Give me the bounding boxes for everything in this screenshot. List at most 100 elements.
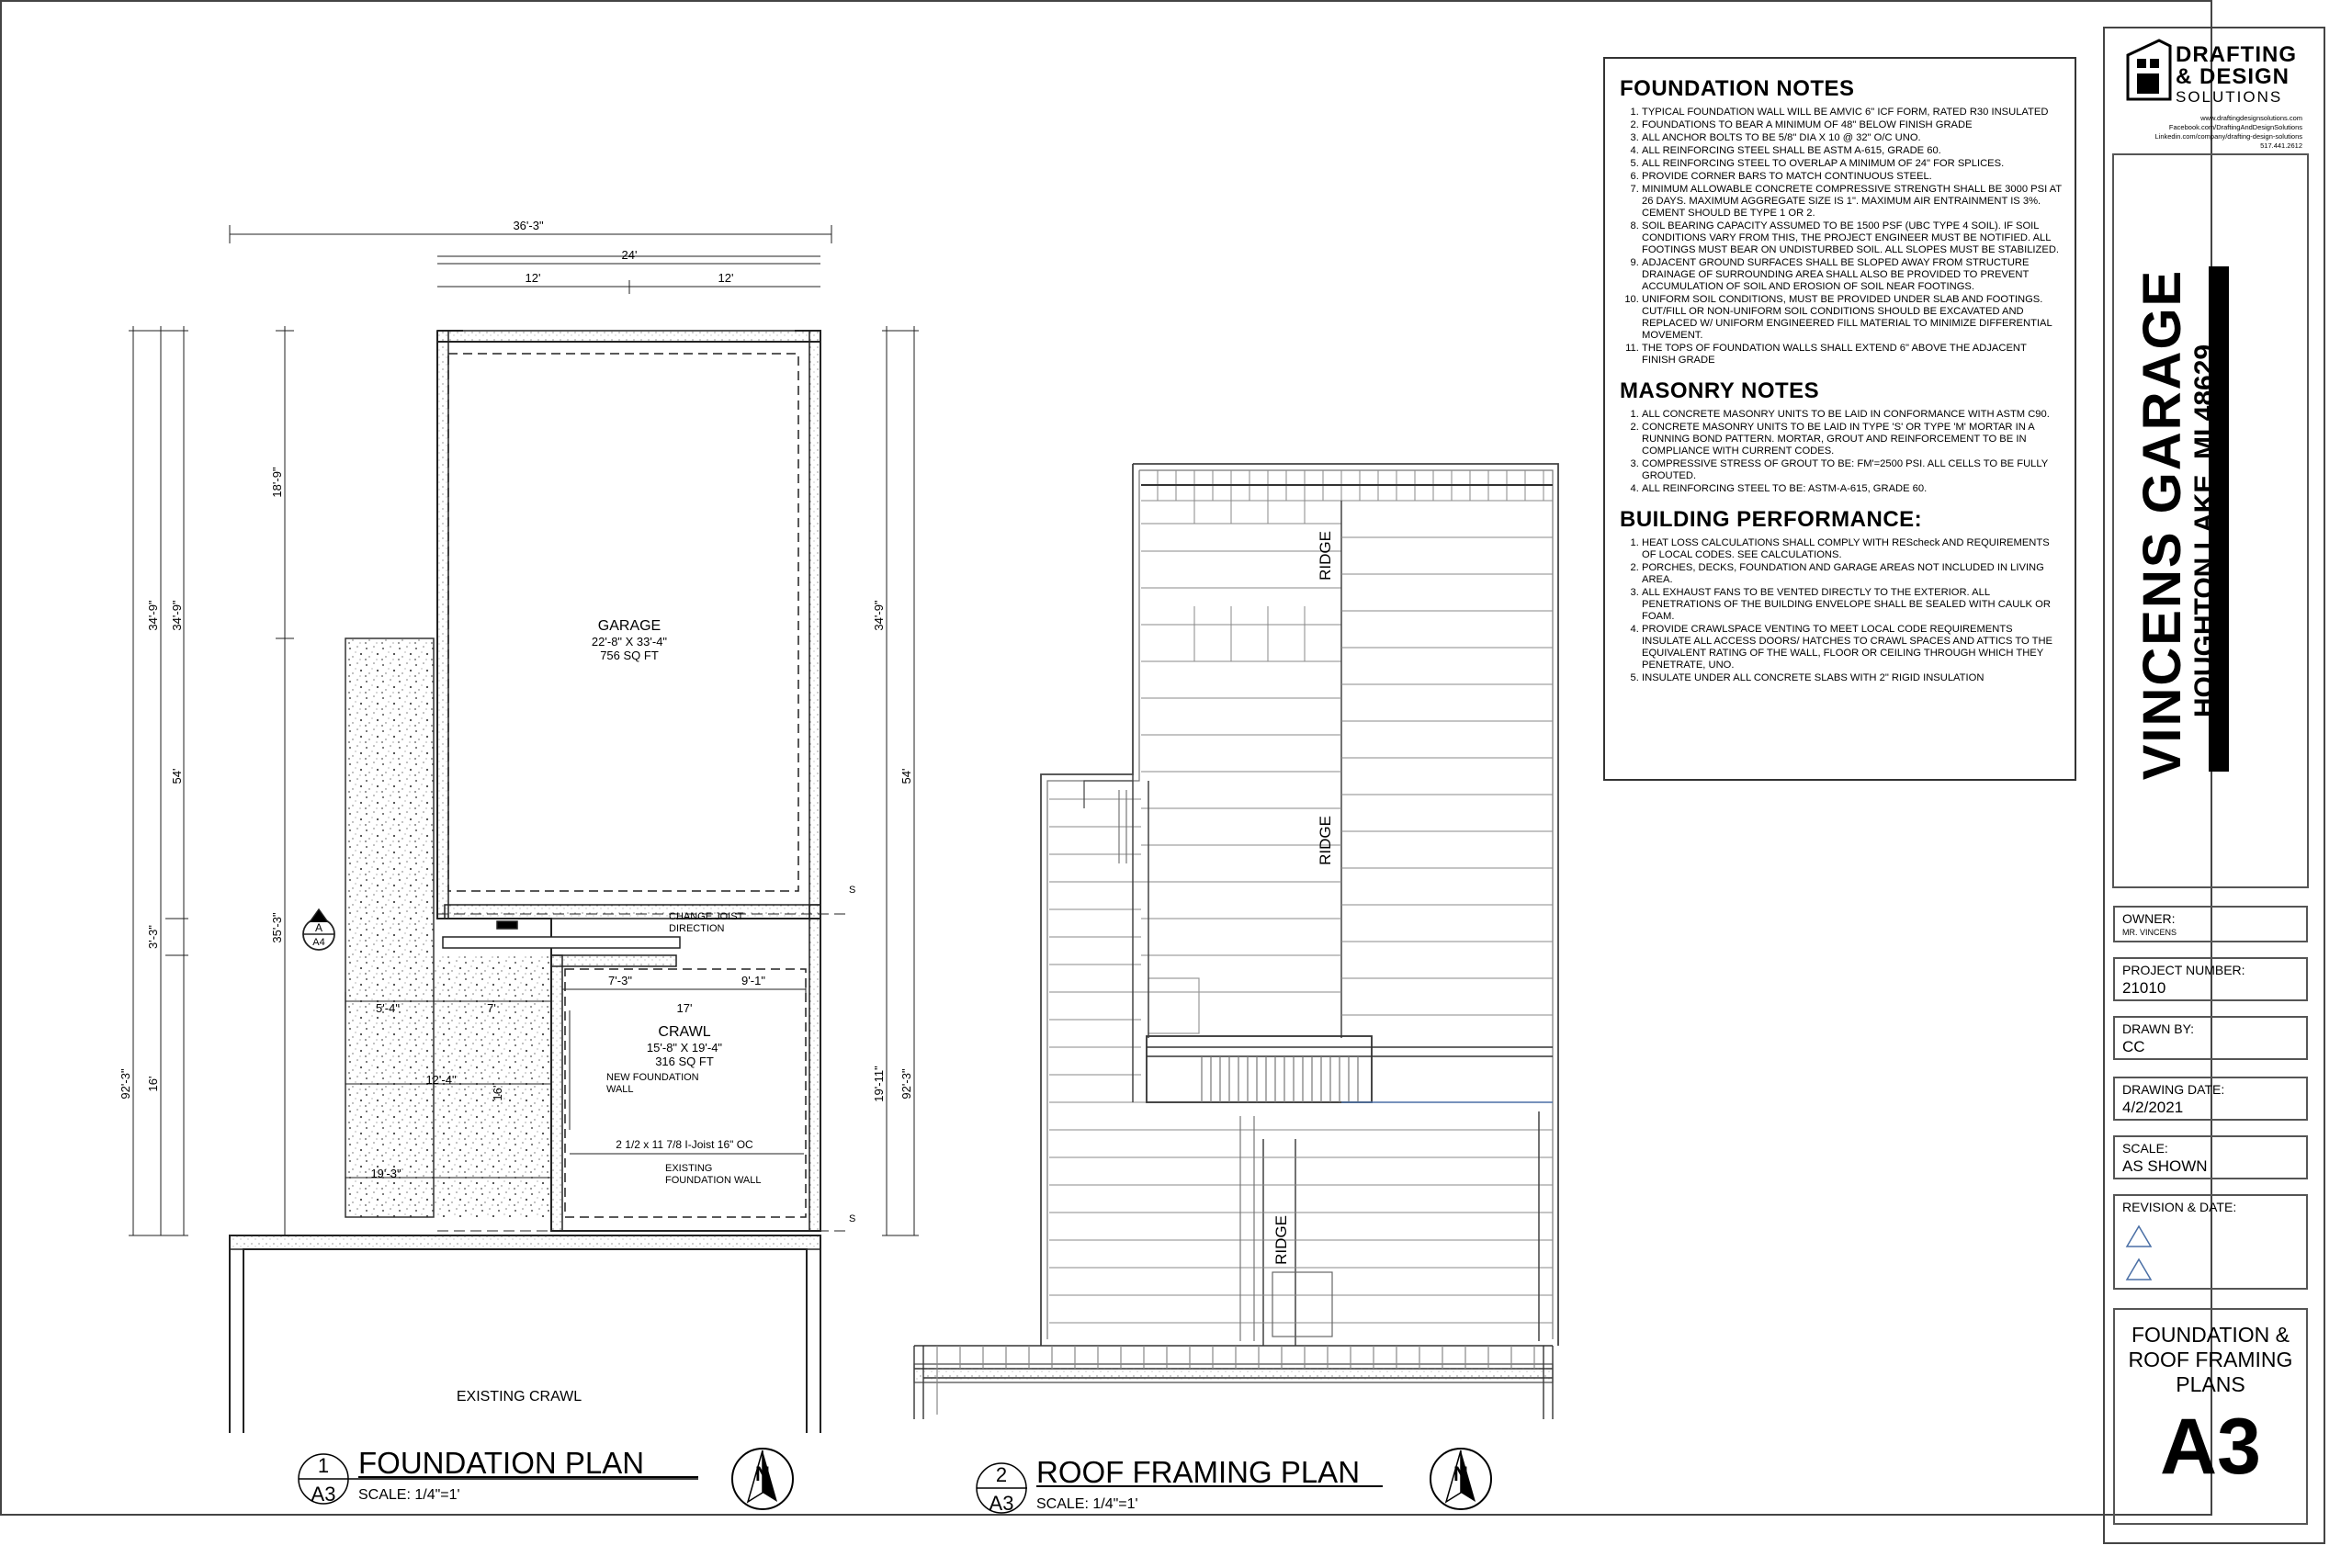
foundation-note: MINIMUM ALLOWABLE CONCRETE COMPRESSIVE S… (1642, 184, 2062, 220)
crawl-wall-right (808, 904, 821, 1232)
project-number-cell: PROJECT NUMBER: 21010 (2113, 957, 2308, 1001)
performance-note: PORCHES, DECKS, FOUNDATION AND GARAGE AR… (1642, 562, 2062, 586)
performance-list: HEAT LOSS CALCULATIONS SHALL COMPLY WITH… (1620, 537, 2062, 684)
project-name: VINCENS GARAGE (2132, 268, 2192, 781)
ridge-label-1: RIDGE (1317, 531, 1334, 581)
dim-92-3-r: 92'-3" (899, 1068, 913, 1100)
stair-opening (1146, 1035, 1373, 1103)
scale-value: AS SHOWN (2122, 1157, 2208, 1175)
roof-plan-title: 2 A3 ROOF FRAMING PLAN SCALE: 1/4"=1' N (976, 1448, 1492, 1515)
foundation-plan (129, 225, 919, 1433)
beam-marker (496, 920, 518, 930)
dim-7-3: 7'-3" (608, 974, 632, 987)
logo-icon (2126, 39, 2172, 101)
dim-92-3-l: 92'-3" (119, 1068, 132, 1100)
crawl-wall-top (550, 954, 677, 967)
roof-plan-sheet: A3 (989, 1492, 1014, 1515)
dim-34-9-a: 34'-9" (146, 600, 160, 631)
foundation-plan-title: 1 A3 FOUNDATION PLAN SCALE: 1/4"=1' N (298, 1446, 794, 1510)
foundation-note: THE TOPS OF FOUNDATION WALLS SHALL EXTEN… (1642, 343, 2062, 367)
foundation-plan-sheet: A3 (311, 1483, 336, 1506)
drawing-date-cell: DRAWING DATE: 4/2/2021 (2113, 1077, 2308, 1121)
scale-cell: SCALE: AS SHOWN (2113, 1135, 2308, 1179)
foundation-note: ALL REINFORCING STEEL TO OVERLAP A MINIM… (1642, 158, 2062, 170)
garage-label: GARAGE (598, 618, 661, 634)
existing-wall-fill (229, 1235, 821, 1250)
drawn-by-label: DRAWN BY: (2122, 1021, 2195, 1036)
garage-wall-right-fill (808, 330, 821, 919)
north-2-label: N (1453, 1462, 1468, 1485)
foundation-note: SOIL BEARING CAPACITY ASSUMED TO BE 1500… (1642, 220, 2062, 256)
masonry-note: ALL CONCRETE MASONRY UNITS TO BE LAID IN… (1642, 409, 2062, 421)
crawl-wall-left (550, 954, 563, 1232)
masonry-notes-list: ALL CONCRETE MASONRY UNITS TO BE LAID IN… (1620, 409, 2062, 495)
sheet-title: FOUNDATION & ROOF FRAMING PLANS (2128, 1323, 2293, 1396)
logo-phone: 517.441.2612 (2260, 141, 2302, 150)
roof-text: RIDGE RIDGE RIDGE (1272, 531, 1334, 1265)
logo-linkedin: Linkedin.com/company/drafting-design-sol… (2154, 132, 2302, 141)
foundation-note: TYPICAL FOUNDATION WALL WILL BE AMVIC 6"… (1642, 107, 2062, 118)
project-location: HOUGHTON LAKE, MI 48629 (2189, 344, 2220, 718)
foundation-text: 36'-3" 24' 12' 12' 18'-9" 34'-9" 34'-9" … (119, 219, 913, 1404)
ridge-label-3: RIDGE (1272, 1215, 1290, 1265)
crawl-hatch (434, 955, 551, 1217)
garage-slab-outline (447, 353, 799, 892)
foundation-note: ALL ANCHOR BOLTS TO BE 5/8" DIA X 10 @ 3… (1642, 132, 2062, 144)
garage-wall-left-fill (436, 330, 449, 919)
drawn-by-cell: DRAWN BY: CC (2113, 1016, 2308, 1060)
dim-16: 16' (146, 1077, 160, 1092)
title-block-frame (2103, 27, 2325, 1544)
foundation-plan-title-text: FOUNDATION PLAN (358, 1446, 644, 1480)
revision-label: REVISION & DATE: (2122, 1200, 2237, 1214)
crawl-label: CRAWL (658, 1024, 710, 1040)
wall-label: WALL (606, 1084, 634, 1095)
foundation-centerlines (437, 913, 845, 1232)
roof-plan-title-text: ROOF FRAMING PLAN (1036, 1455, 1360, 1489)
dim-top-12b: 12' (718, 271, 734, 285)
dim-35-3: 35'-3" (270, 912, 284, 943)
foundation-plan-number: 1 (318, 1454, 329, 1477)
dim-5-4: 5'-4" (376, 1001, 400, 1015)
masonry-note: CONCRETE MASONRY UNITS TO BE LAID IN TYP… (1642, 422, 2062, 457)
dim-19-3: 19'-3" (370, 1167, 401, 1180)
ridge-label-2: RIDGE (1317, 816, 1334, 865)
section-a-label: A (315, 921, 322, 934)
sheet-title-cell: FOUNDATION & ROOF FRAMING PLANS A3 (2113, 1308, 2308, 1525)
notes-panel: FOUNDATION NOTES TYPICAL FOUNDATION WALL… (1603, 57, 2076, 781)
logo-web: www.draftingdesignsolutions.com (2200, 114, 2302, 122)
dim-top-12a: 12' (526, 271, 541, 285)
drawn-by-value: CC (2122, 1038, 2145, 1055)
foundation-note: PROVIDE CORNER BARS TO MATCH CONTINUOUS … (1642, 171, 2062, 183)
logo-facebook: Facebook.com/DraftingAndDesignSolutions (2168, 123, 2302, 131)
roof-plan-scale: SCALE: 1/4"=1' (1036, 1496, 1138, 1512)
crawl-size: 15'-8" X 19'-4" (647, 1041, 723, 1055)
owner-cell: OWNER: MR. VINCENS (2113, 906, 2308, 942)
existing-slab-hatch (345, 637, 435, 1218)
owner-value: MR. VINCENS (2122, 928, 2177, 937)
dim-54-r: 54' (899, 769, 913, 784)
existing-label: EXISTING (665, 1163, 712, 1174)
logo-line3: SOLUTIONS (2176, 88, 2283, 106)
direction-label: DIRECTION (669, 923, 725, 934)
project-number-value: 21010 (2122, 979, 2166, 997)
scale-label: SCALE: (2122, 1141, 2168, 1156)
upper-rafters (1141, 470, 1553, 662)
foundation-notes-list: TYPICAL FOUNDATION WALL WILL BE AMVIC 6"… (1620, 107, 2062, 367)
vertical-accent-bar (2209, 266, 2229, 772)
performance-title: BUILDING PERFORMANCE: (1620, 507, 1923, 532)
logo-line1: DRAFTING (2176, 42, 2297, 67)
garage-size: 22'-8" X 33'-4" (592, 635, 668, 649)
garage-wall-top-fill (436, 330, 821, 343)
masonry-note: COMPRESSIVE STRESS OF GROUT TO BE: FM'=2… (1642, 458, 2062, 482)
dim-top-24: 24' (622, 248, 638, 262)
main-rafters (1049, 536, 1553, 1324)
garage-area: 756 SQ FT (600, 649, 659, 662)
logo-line2: & DESIGN (2176, 64, 2290, 89)
revision-triangles (2125, 1224, 2153, 1280)
section-a4-label: A4 (312, 937, 324, 948)
garage-bearing-wall (444, 904, 821, 919)
performance-note: HEAT LOSS CALCULATIONS SHALL COMPLY WITH… (1642, 537, 2062, 561)
joist-beam (442, 936, 681, 949)
dim-34-9-r: 34'-9" (872, 600, 886, 631)
